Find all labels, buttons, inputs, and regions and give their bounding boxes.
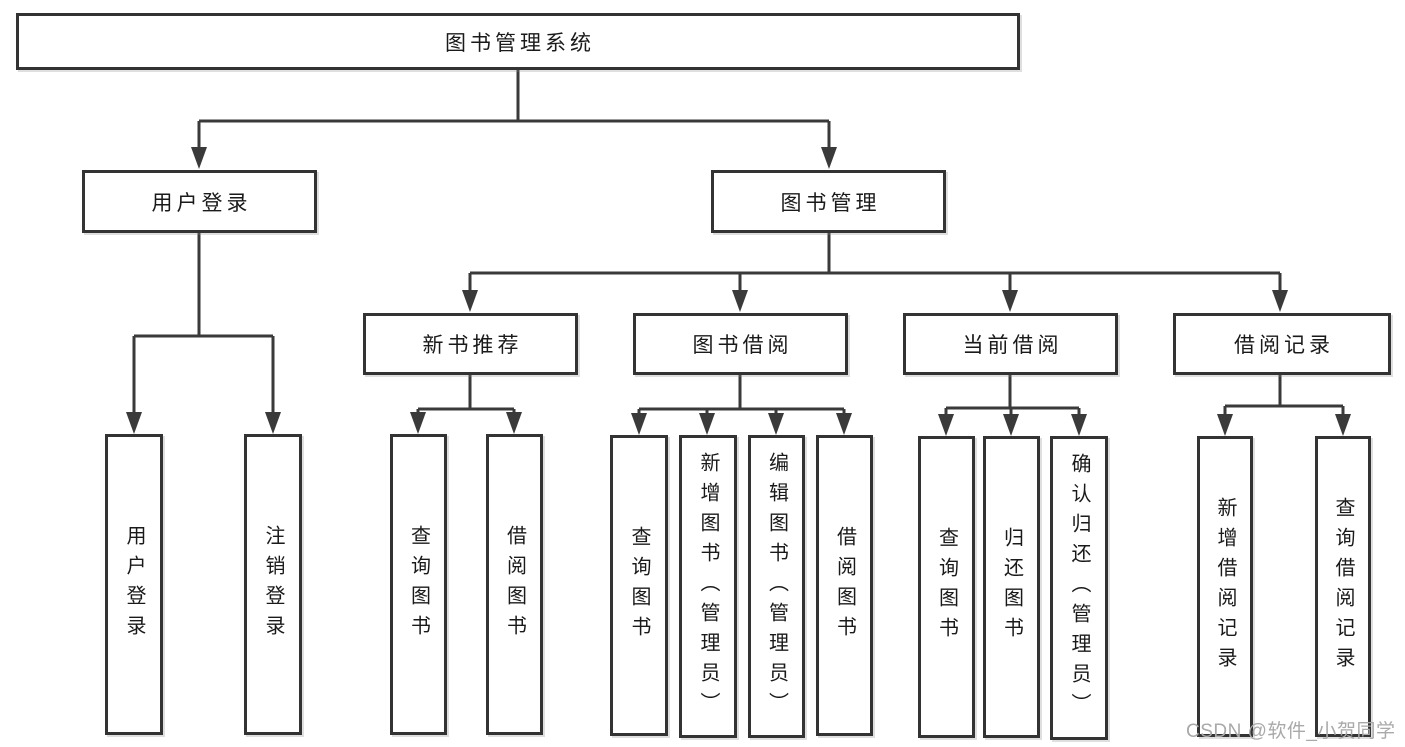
node-book-management: 图书管理 [711,170,946,233]
leaf-recommend-query-books-label: 查询图书 [407,524,430,645]
arrow-down-icon [938,414,954,436]
leaf-user-login-label: 用户登录 [123,524,145,645]
leaf-borrowing-add-books-admin: 新增图书（管理员） [679,435,737,738]
leaf-current-query-books-label: 查询图书 [935,527,958,647]
leaf-recommend-borrow-books: 借阅图书 [486,434,543,735]
arrow-down-icon [836,413,852,435]
node-borrowing-records-label: 借阅记录 [1234,334,1334,357]
leaf-borrowing-borrow-books: 借阅图书 [816,435,873,736]
leaf-current-confirm-return-admin-label: 确认归还（管理员） [1068,453,1090,723]
leaf-current-confirm-return-admin: 确认归还（管理员） [1050,436,1108,740]
leaf-borrowing-edit-books-admin: 编辑图书（管理员） [748,435,805,738]
leaf-borrowing-edit-books-admin-label: 编辑图书（管理员） [765,451,788,722]
watermark: CSDN @软件_小贺同学 [1186,721,1396,742]
arrow-down-icon [1272,290,1288,312]
leaf-current-return-books-label: 归还图书 [1000,527,1023,647]
leaf-current-query-books: 查询图书 [918,436,975,738]
arrow-down-icon [126,412,142,434]
arrow-down-icon [1002,290,1018,312]
leaf-recommend-borrow-books-label: 借阅图书 [503,524,526,645]
leaf-records-add-record-label: 新增借阅记录 [1214,496,1236,677]
node-root: 图书管理系统 [16,13,1020,70]
leaf-recommend-query-books: 查询图书 [390,434,447,735]
arrow-down-icon [191,147,207,169]
leaf-records-query-record-label: 查询借阅记录 [1332,496,1354,677]
leaf-logout-login: 注销登录 [244,434,302,735]
arrow-down-icon [631,413,647,435]
leaf-borrowing-add-books-admin-label: 新增图书（管理员） [697,451,719,722]
arrow-down-icon [1003,414,1019,436]
leaf-borrowing-borrow-books-label: 借阅图书 [833,525,856,646]
node-borrowing-records: 借阅记录 [1173,313,1391,375]
node-current-borrowing-label: 当前借阅 [962,334,1063,357]
arrow-down-icon [732,290,748,312]
leaf-logout-login-label: 注销登录 [262,524,284,645]
node-root-label: 图书管理系统 [445,31,595,55]
node-current-borrowing: 当前借阅 [903,313,1118,375]
connector-path [132,70,1345,417]
leaf-borrowing-query-books-label: 查询图书 [628,525,650,646]
leaf-records-query-record: 查询借阅记录 [1315,436,1371,737]
arrow-down-icon [768,413,784,435]
arrow-down-icon [1217,414,1233,436]
arrow-down-icon [410,412,426,434]
node-book-borrowing-label: 图书借阅 [692,334,793,357]
arrow-down-icon [506,412,522,434]
node-user-login-label: 用户登录 [151,191,252,215]
node-book-management-label: 图书管理 [780,191,881,215]
arrow-down-icon [699,413,715,435]
leaf-records-add-record: 新增借阅记录 [1197,436,1253,737]
leaf-current-return-books: 归还图书 [983,436,1040,738]
leaf-borrowing-query-books: 查询图书 [610,435,668,736]
node-book-borrowing: 图书借阅 [633,313,848,375]
arrow-down-icon [265,412,281,434]
arrow-down-icon [1335,414,1351,436]
arrow-down-icon [821,147,837,169]
arrow-down-icon [462,290,478,312]
leaf-user-login: 用户登录 [105,434,163,735]
node-user-login: 用户登录 [82,170,317,233]
node-new-book-recommend-label: 新书推荐 [422,334,523,357]
arrow-down-icon [1071,414,1087,436]
node-new-book-recommend: 新书推荐 [363,313,578,375]
